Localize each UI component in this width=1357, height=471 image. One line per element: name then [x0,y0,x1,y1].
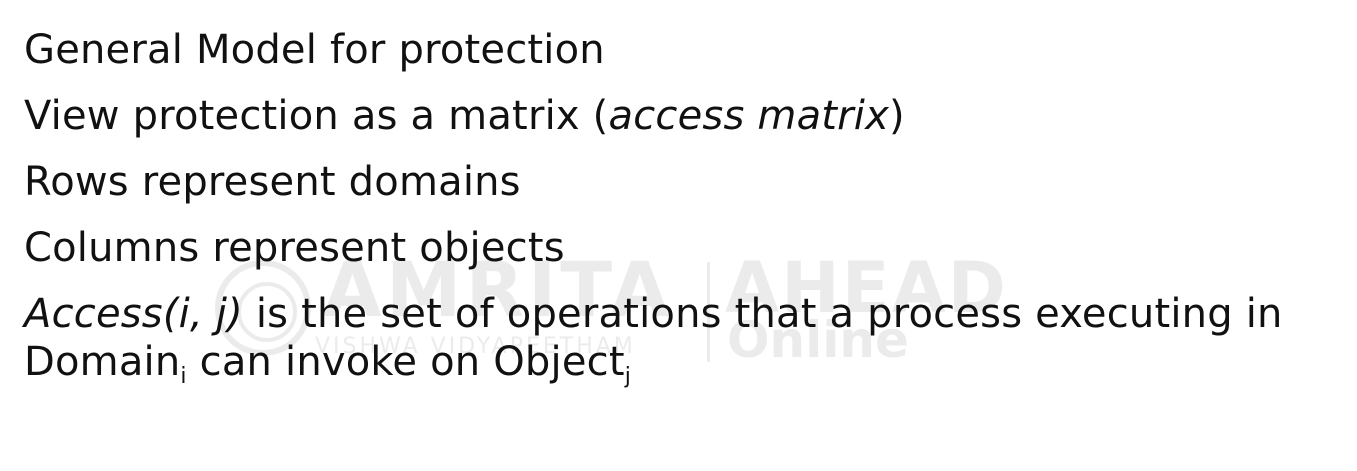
bullet-rows: Rows represent domains [24,159,521,205]
domain-subscript: i [180,364,187,389]
closing-paren: ) [889,93,905,139]
bullet-general-model: General Model for protection [24,27,605,73]
invoke-text: can invoke on Object [186,339,625,385]
access-definition-text: is the set of operations that a process … [242,291,1283,337]
object-subscript: j [624,364,632,389]
access-function-term: Access(i, j) [24,291,243,337]
bullet-columns: Columns represent objects [24,225,565,271]
bullet-access-definition: Access(i, j) is the set of operations th… [24,290,1283,338]
domain-word: Domain [24,339,181,385]
bullet-view-protection: View protection as a matrix (access matr… [24,92,905,140]
access-matrix-term: access matrix [608,93,889,139]
bullet-view-protection-text: View protection as a matrix ( [24,93,609,139]
bullet-access-definition-cont: Domaini can invoke on Objectj [24,338,632,389]
